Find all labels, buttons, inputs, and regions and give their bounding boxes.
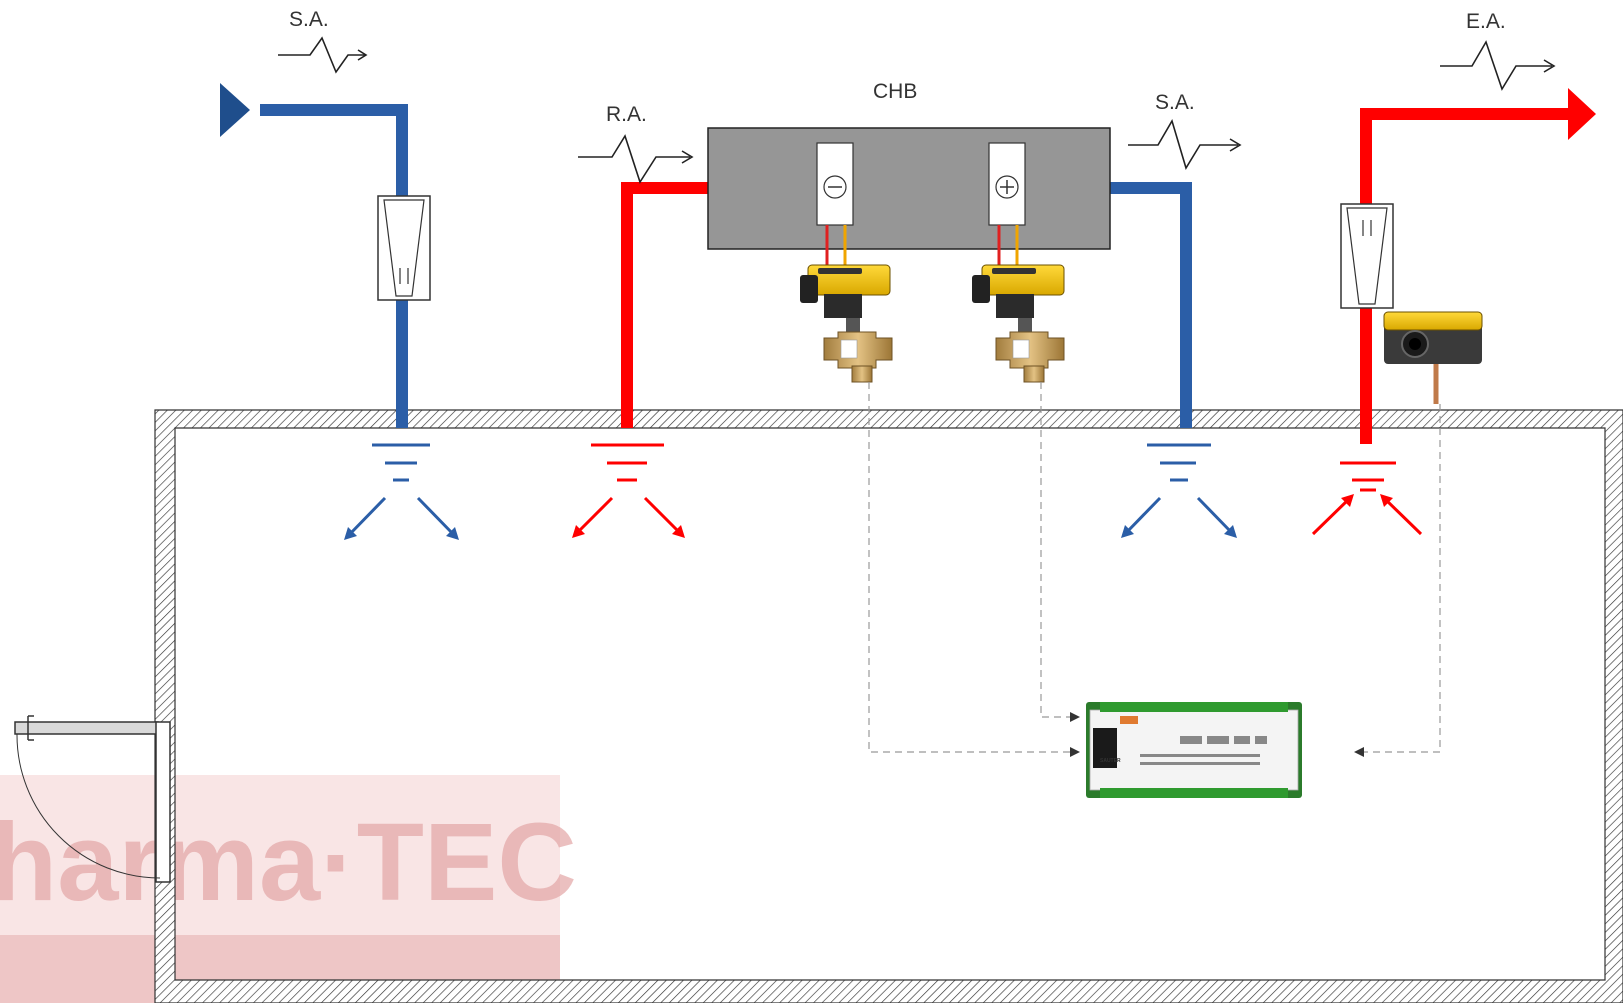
valve-actuator-heating xyxy=(972,264,1065,383)
control-wiring xyxy=(868,382,1441,753)
return-air-label: R.A. xyxy=(606,103,647,126)
room-walls xyxy=(154,409,1623,1003)
damper-right xyxy=(1340,203,1394,309)
diffuser-exhaust xyxy=(1311,461,1423,536)
inlet-arrow-icon xyxy=(220,83,250,137)
coil-box xyxy=(707,127,1111,318)
door xyxy=(14,715,171,883)
controller: SAUTER xyxy=(1086,702,1302,798)
heating-coil xyxy=(988,142,1026,226)
exhaust-air-label: E.A. xyxy=(1466,10,1506,33)
return-duct xyxy=(621,182,710,428)
diffuser-supply-left xyxy=(346,443,457,538)
coil-box-label: CHB xyxy=(873,80,917,103)
supply-air-label-left: S.A. xyxy=(289,8,329,31)
airflow-indicator-icons xyxy=(278,36,1556,184)
supply-duct-right xyxy=(1110,182,1192,428)
watermark: harma·TEC xyxy=(0,775,577,1003)
diffuser-return-1 xyxy=(574,443,683,536)
diffuser-supply-right xyxy=(1123,443,1235,536)
wiring-arrow-icons xyxy=(1070,712,1364,757)
controller-brand: SAUTER xyxy=(1100,758,1121,764)
duct-sensor xyxy=(1383,311,1483,404)
diffuser-arrow-icons xyxy=(344,494,1393,540)
exhaust-duct xyxy=(1340,88,1596,444)
supply-duct-left xyxy=(220,83,431,428)
supply-air-label-right: S.A. xyxy=(1155,91,1195,114)
outlet-arrow-icon xyxy=(1568,88,1596,140)
cooling-coil xyxy=(816,142,854,226)
watermark-text: harma·TEC xyxy=(0,801,577,924)
damper-left xyxy=(377,195,431,301)
valve-actuator-cooling xyxy=(800,264,893,383)
